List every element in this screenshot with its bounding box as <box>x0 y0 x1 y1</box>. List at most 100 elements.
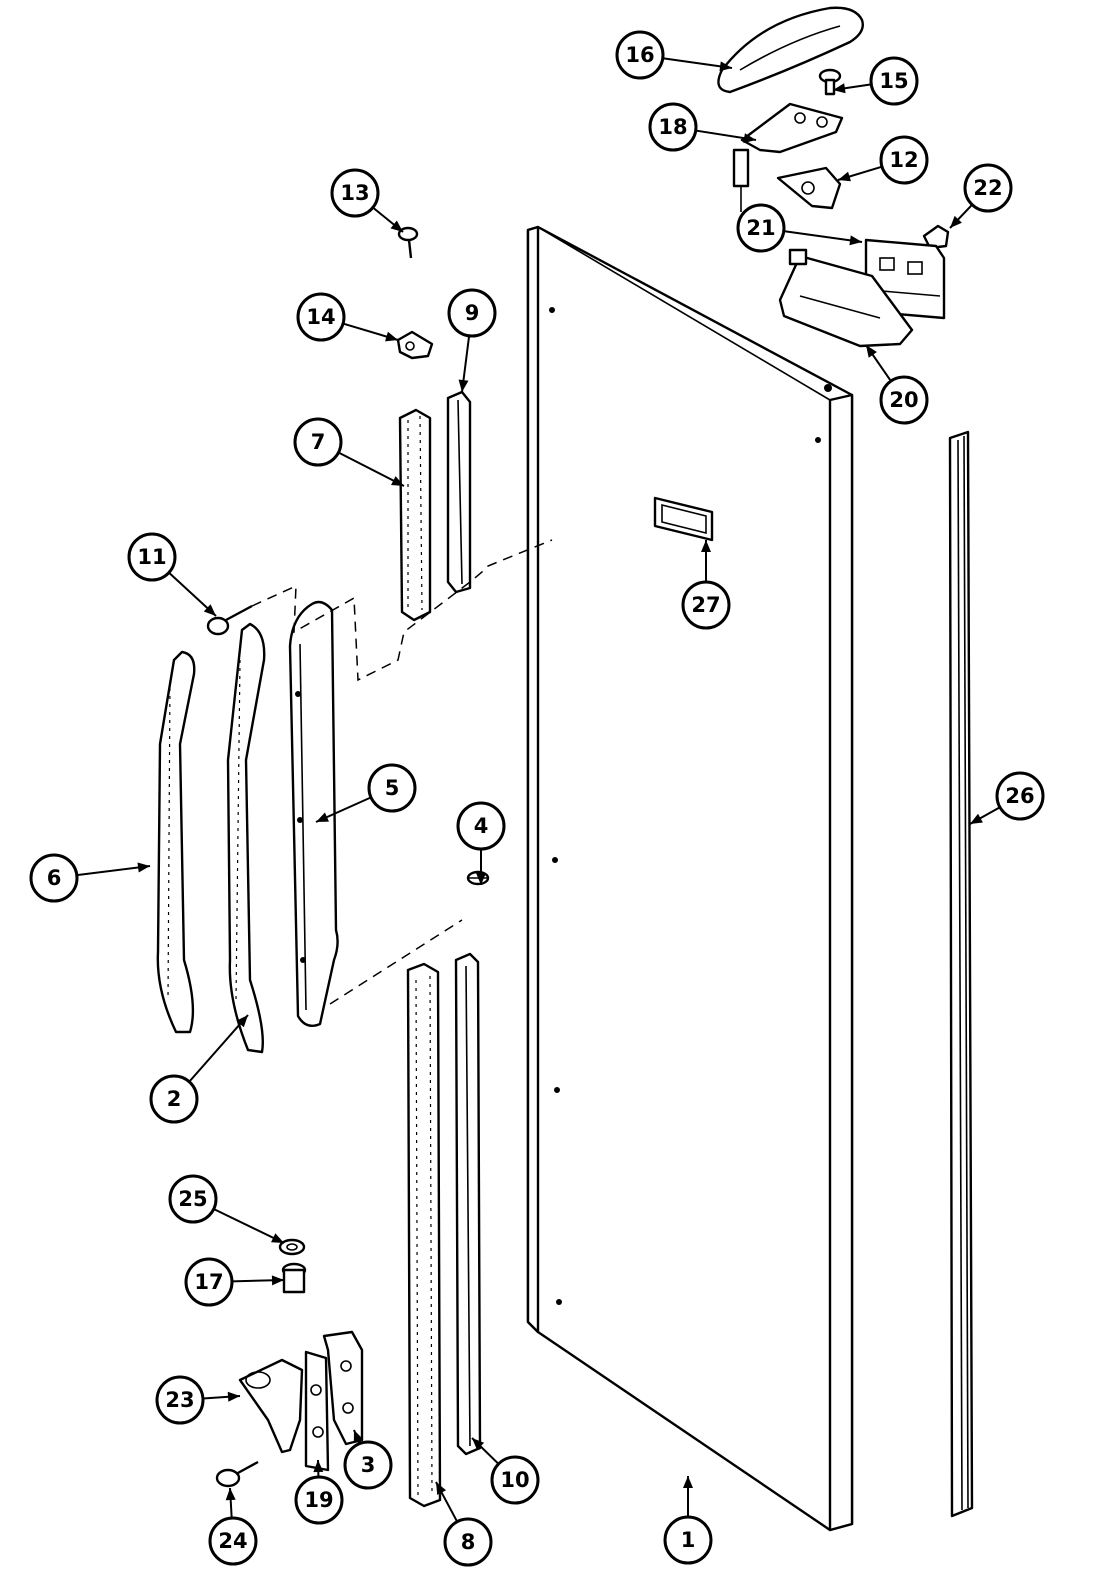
callout-circle-19 <box>294 1475 344 1525</box>
callout-circle-24 <box>208 1516 258 1566</box>
door-panel <box>526 225 854 1532</box>
callout-circle-27 <box>681 580 731 630</box>
callout-circle-8 <box>443 1517 493 1567</box>
callout-circle-17 <box>184 1257 234 1307</box>
callout-circle-5 <box>367 763 417 813</box>
callout-circle-1 <box>663 1515 713 1565</box>
callout-number-26: 26 <box>1005 784 1034 808</box>
callout-1: 1 <box>663 1515 713 1565</box>
leader-arrow-22 <box>950 215 962 228</box>
leader-arrow-20 <box>866 345 877 358</box>
callout-3: 3 <box>343 1440 393 1490</box>
bushing <box>281 1262 307 1294</box>
callout-2: 2 <box>149 1074 199 1124</box>
bottom-bolt <box>215 1460 259 1488</box>
callout-22: 22 <box>963 163 1013 213</box>
callout-6: 6 <box>29 853 79 903</box>
callout-circle-2 <box>149 1074 199 1124</box>
leader-arrow-9 <box>458 379 469 392</box>
callout-21: 21 <box>736 203 786 253</box>
leader-arrow-14 <box>385 331 398 342</box>
callout-14: 14 <box>296 292 346 342</box>
leader-line-21 <box>783 230 863 243</box>
callout-number-19: 19 <box>304 1488 333 1512</box>
leader-arrow-27 <box>701 540 711 552</box>
callout-10: 10 <box>490 1455 540 1505</box>
upper-handle-trim <box>398 408 432 622</box>
leader-line-6 <box>76 865 151 877</box>
nut-block <box>396 330 434 360</box>
callout-16: 16 <box>615 30 665 80</box>
callout-number-27: 27 <box>691 593 720 617</box>
leader-arrow-24 <box>225 1488 236 1501</box>
top-hinge <box>732 102 844 212</box>
callout-number-11: 11 <box>137 545 166 569</box>
leader-arrow-8 <box>436 1482 447 1495</box>
bottom-hinge-plate <box>322 1330 364 1446</box>
callout-number-12: 12 <box>889 148 918 172</box>
callout-9: 9 <box>447 288 497 338</box>
callout-4: 4 <box>456 801 506 851</box>
assembly-lines <box>251 539 553 1005</box>
callout-number-4: 4 <box>474 814 489 838</box>
upper-trim-channel <box>446 390 472 594</box>
leader-arrow-3 <box>353 1430 364 1443</box>
leader-arrow-4 <box>476 873 486 885</box>
callout-circle-7 <box>293 417 343 467</box>
callout-circle-22 <box>963 163 1013 213</box>
leader-arrow-13 <box>390 220 403 232</box>
callout-number-20: 20 <box>889 388 918 412</box>
leader-arrow-17 <box>271 1275 284 1286</box>
callout-circle-6 <box>29 853 79 903</box>
door-closer <box>778 248 914 348</box>
callout-25: 25 <box>168 1174 218 1224</box>
callout-18: 18 <box>648 102 698 152</box>
callout-circle-21 <box>736 203 786 253</box>
leader-arrow-12 <box>838 171 851 182</box>
callout-20: 20 <box>879 375 929 425</box>
leader-arrow-6 <box>137 862 150 873</box>
door-gasket <box>948 430 974 1518</box>
callout-number-6: 6 <box>47 866 62 890</box>
shim-plate <box>304 1350 330 1472</box>
callout-circle-14 <box>296 292 346 342</box>
callout-circle-12 <box>879 135 929 185</box>
callout-number-23: 23 <box>165 1388 194 1412</box>
leader-arrow-10 <box>472 1438 485 1450</box>
leader-arrow-21 <box>849 235 862 246</box>
callout-circle-9 <box>447 288 497 338</box>
leader-arrow-25 <box>271 1233 284 1243</box>
callout-circle-20 <box>879 375 929 425</box>
label-plate <box>653 496 714 542</box>
callout-17: 17 <box>184 1257 234 1307</box>
callout-number-21: 21 <box>746 216 775 240</box>
lower-handle-trim <box>406 962 442 1508</box>
callout-5: 5 <box>367 763 417 813</box>
callout-12: 12 <box>879 135 929 185</box>
callout-number-8: 8 <box>461 1530 476 1554</box>
leader-line-25 <box>213 1208 285 1244</box>
callout-number-14: 14 <box>306 305 335 329</box>
lower-trim-channel <box>454 952 482 1456</box>
callout-number-17: 17 <box>194 1270 223 1294</box>
callout-number-22: 22 <box>973 176 1002 200</box>
callout-labels: 1234567891011121314151617181920212223242… <box>29 30 1045 1567</box>
leader-arrow-5 <box>316 812 329 822</box>
leader-arrow-23 <box>227 1391 240 1402</box>
callout-number-18: 18 <box>658 115 687 139</box>
callout-13: 13 <box>330 168 380 218</box>
callout-number-3: 3 <box>361 1453 376 1477</box>
callout-number-13: 13 <box>340 181 369 205</box>
callout-circle-11 <box>127 532 177 582</box>
callout-8: 8 <box>443 1517 493 1567</box>
leader-arrow-2 <box>236 1015 248 1028</box>
callout-circle-4 <box>456 801 506 851</box>
callout-number-7: 7 <box>311 430 326 454</box>
callout-number-1: 1 <box>681 1528 696 1552</box>
callout-circle-10 <box>490 1455 540 1505</box>
callout-15: 15 <box>869 56 919 106</box>
callout-number-24: 24 <box>218 1529 247 1553</box>
callout-7: 7 <box>293 417 343 467</box>
callout-number-10: 10 <box>500 1468 529 1492</box>
handle-base <box>288 600 339 1027</box>
